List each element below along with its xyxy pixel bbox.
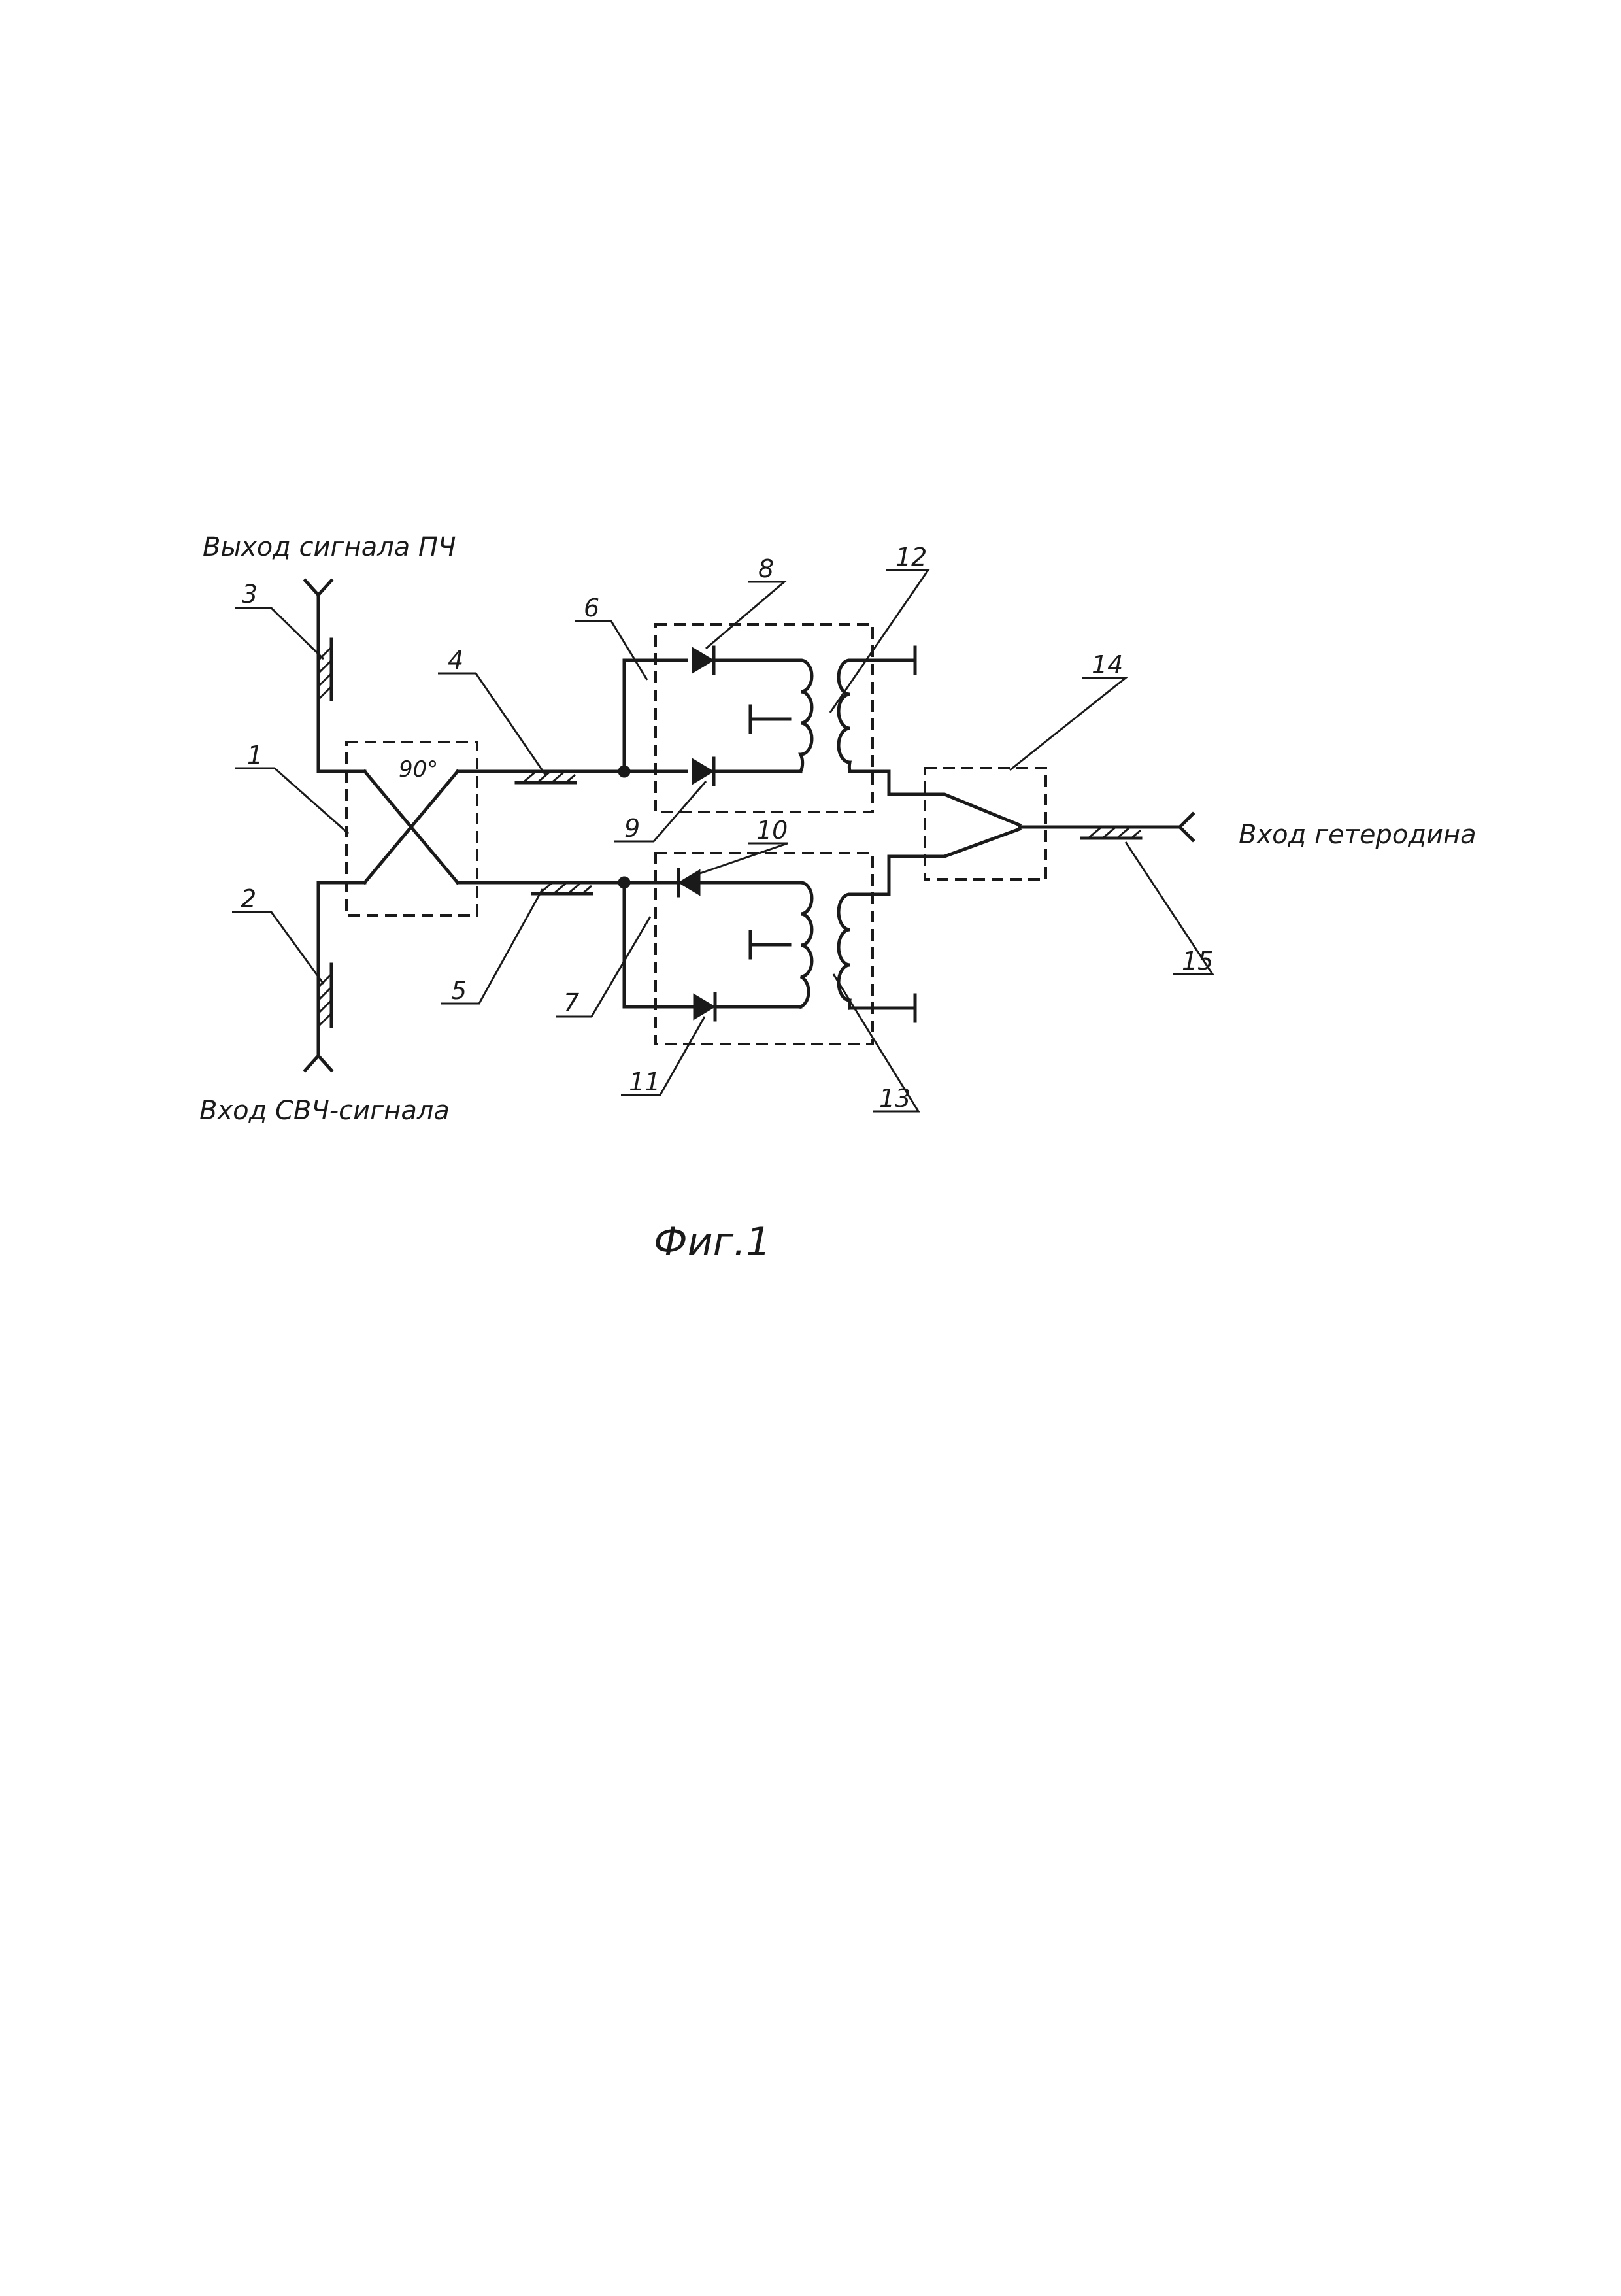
if-output-connector xyxy=(305,581,346,771)
figure-caption: Фиг.1 xyxy=(654,1219,771,1265)
secondary-winding-12 xyxy=(839,660,850,771)
ref-12: 12 xyxy=(895,543,927,571)
ref-6: 6 xyxy=(584,594,599,622)
ref-5: 5 xyxy=(451,976,467,1005)
ref-7: 7 xyxy=(563,988,579,1017)
lo-input-connector xyxy=(1046,814,1193,840)
rf-input-connector xyxy=(305,883,346,1070)
primary-winding-13 xyxy=(801,883,812,1007)
ref-8: 8 xyxy=(758,554,774,583)
rf-input-label: Вход СВЧ-сигнала xyxy=(199,1096,450,1126)
ref-13: 13 xyxy=(879,1084,911,1113)
ref-2: 2 xyxy=(241,885,256,913)
diode-9 xyxy=(693,760,712,783)
transmission-line-4 xyxy=(477,771,624,783)
ref-4: 4 xyxy=(448,646,463,675)
lo-power-divider xyxy=(873,768,1046,894)
ref-11: 11 xyxy=(629,1068,660,1096)
diode-8 xyxy=(693,649,712,672)
ref-3: 3 xyxy=(242,580,258,609)
ref-10: 10 xyxy=(756,816,788,845)
lower-mixer-block xyxy=(624,853,915,1044)
if-output-label: Выход сигнала ПЧ xyxy=(203,532,456,562)
diode-11 xyxy=(694,995,714,1019)
phase-label: 90° xyxy=(399,756,438,783)
primary-winding-12 xyxy=(801,660,812,771)
lo-input-label: Вход гетеродина xyxy=(1239,820,1477,850)
ref-14: 14 xyxy=(1092,650,1123,679)
quadrature-hybrid-coupler: 90° xyxy=(346,742,477,915)
ref-1: 1 xyxy=(247,741,263,769)
transmission-line-5 xyxy=(477,883,624,894)
ref-9: 9 xyxy=(624,814,640,843)
